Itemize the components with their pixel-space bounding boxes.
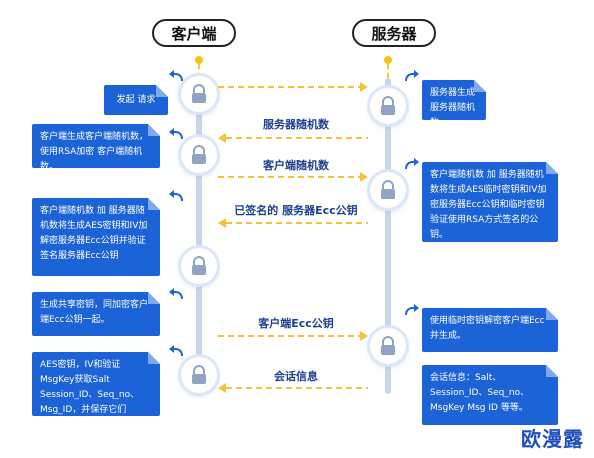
- lock-icon: [181, 248, 217, 284]
- lock-icon: [370, 172, 406, 208]
- server-header: 服务器: [352, 19, 436, 47]
- server-note-text: 使用临时密钥解密客户端Ecc并生成。: [430, 316, 545, 341]
- server-note-text: 服务器生成服务器随机数: [430, 88, 476, 128]
- server-note: 服务器生成服务器随机数: [422, 80, 486, 120]
- client-top-dashline: [198, 64, 200, 78]
- server-note-text: 会话信息：Salt、Session_ID、Seq_no、MsgKey Msg I…: [430, 373, 530, 413]
- server-note-text: 客户端随机数 加 服务器随机数将生成AES临时密钥和IV加密服务器Ecc公钥和临…: [430, 170, 547, 240]
- client-note: 生成共享密钥，同加密客户端Ecc公钥一起。: [32, 292, 160, 336]
- client-note-text: 客户端生成客户端随机数，使用RSA加密 客户端随机数。: [40, 132, 149, 172]
- client-lane: [196, 78, 202, 394]
- client-note-text: 发起 请求: [116, 95, 156, 105]
- client-note: 客户端随机数 加 服务器随机数将生成AES密钥和IV加解密服务器Ecc公钥并验证…: [32, 198, 160, 276]
- server-note: 客户端随机数 加 服务器随机数将生成AES临时密钥和IV加密服务器Ecc公钥和临…: [422, 162, 558, 242]
- lock-icon: [181, 357, 217, 393]
- curl-arrow-icon: [169, 288, 183, 300]
- curl-arrow-icon: [405, 304, 419, 316]
- message-label: 客户端Ecc公钥: [258, 317, 334, 330]
- message-label: 已签名的 服务器Ecc公钥: [234, 204, 358, 217]
- arrow-to-client: [218, 218, 368, 228]
- message-label: 会话信息: [274, 370, 318, 383]
- arrow-to-server: [218, 82, 368, 92]
- curl-arrow-icon: [405, 70, 419, 82]
- client-header: 客户端: [152, 19, 236, 47]
- client-note-text: AES密钥，IV和验证MsgKey获取Salt Session_ID、Seq_n…: [40, 360, 140, 415]
- client-note: 发起 请求: [104, 85, 168, 115]
- curl-arrow-icon: [405, 158, 419, 170]
- server-top-dashline: [387, 64, 389, 78]
- curl-arrow-icon: [169, 190, 183, 202]
- message-label: 服务器随机数: [263, 118, 329, 131]
- message-label: 客户端随机数: [263, 159, 329, 172]
- lock-icon: [181, 76, 217, 112]
- curl-arrow-icon: [169, 345, 183, 357]
- curl-arrow-icon: [169, 128, 183, 140]
- client-top-dot: [195, 56, 203, 64]
- lock-icon: [370, 328, 406, 364]
- client-note: 客户端生成客户端随机数，使用RSA加密 客户端随机数。: [32, 124, 160, 168]
- arrow-to-client: [218, 383, 368, 393]
- arrow-to-server: [218, 172, 368, 182]
- watermark-text: 欧漫露: [521, 427, 584, 451]
- client-note: AES密钥，IV和验证MsgKey获取Salt Session_ID、Seq_n…: [32, 352, 160, 416]
- client-note-text: 客户端随机数 加 服务器随机数将生成AES密钥和IV加解密服务器Ecc公钥并验证…: [40, 206, 148, 261]
- curl-arrow-icon: [169, 70, 183, 82]
- server-note: 使用临时密钥解密客户端Ecc并生成。: [422, 308, 558, 352]
- arrow-to-server: [218, 331, 368, 341]
- client-note-text: 生成共享密钥，同加密客户端Ecc公钥一起。: [40, 300, 149, 325]
- server-note: 会话信息：Salt、Session_ID、Seq_no、MsgKey Msg I…: [422, 365, 558, 425]
- lock-icon: [370, 88, 406, 124]
- arrow-to-client: [218, 133, 368, 143]
- server-lane: [385, 78, 391, 394]
- server-top-dot: [384, 56, 392, 64]
- lock-icon: [181, 137, 217, 173]
